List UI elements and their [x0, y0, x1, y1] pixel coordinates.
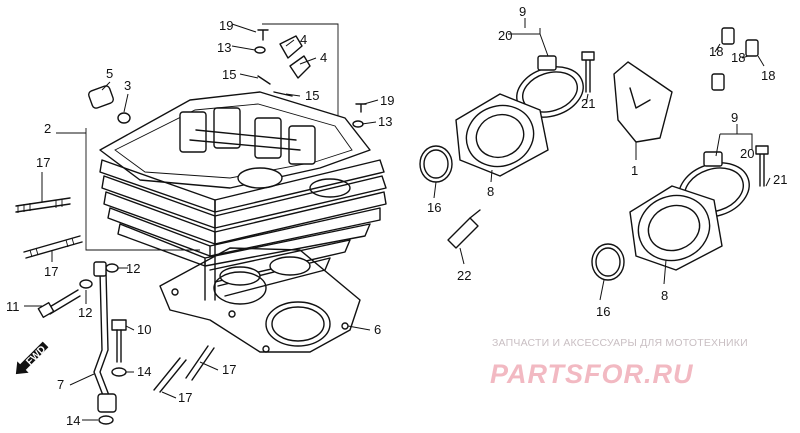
callout-19: 19 — [380, 93, 394, 108]
callout-17: 17 — [44, 264, 58, 279]
watermark: ЗАПЧАСТИ И АКСЕССУАРЫ ДЛЯ МОТОТЕХНИКИ PA… — [490, 337, 748, 389]
callout-21: 21 — [773, 172, 787, 187]
callout-2: 2 — [44, 121, 51, 136]
callout-21: 21 — [581, 96, 595, 111]
intake-assembly-lower — [591, 145, 769, 281]
callout-12: 12 — [78, 305, 92, 320]
callout-20: 20 — [498, 28, 512, 43]
callout-17: 17 — [178, 390, 192, 405]
callout-16: 16 — [596, 304, 610, 319]
callout-8: 8 — [487, 184, 494, 199]
callout-7: 7 — [57, 377, 64, 392]
callout-13: 13 — [217, 40, 231, 55]
callout-12: 12 — [126, 261, 140, 276]
callout-8: 8 — [661, 288, 668, 303]
callout-4: 4 — [320, 50, 327, 65]
callout-13: 13 — [378, 114, 392, 129]
callout-17: 17 — [222, 362, 236, 377]
callout-9: 9 — [519, 4, 526, 19]
callout-14: 14 — [137, 364, 151, 379]
callout-5: 5 — [106, 66, 113, 81]
callout-17: 17 — [36, 155, 50, 170]
head-gasket — [159, 247, 361, 353]
watermark-subtitle: ЗАПЧАСТИ И АКСЕССУАРЫ ДЛЯ МОТОТЕХНИКИ — [492, 337, 748, 349]
callout-18: 18 — [761, 68, 775, 83]
callout-3: 3 — [124, 78, 131, 93]
intake-assembly-upper — [419, 51, 595, 249]
callout-15: 15 — [222, 67, 236, 82]
watermark-brand: PARTSFOR.RU — [490, 359, 694, 389]
callout-18: 18 — [731, 50, 745, 65]
callout-20: 20 — [740, 146, 754, 161]
callout-19: 19 — [219, 18, 233, 33]
callout-1: 1 — [631, 163, 638, 178]
callout-14: 14 — [66, 413, 80, 428]
callout-18: 18 — [709, 44, 723, 59]
callout-22: 22 — [457, 268, 471, 283]
callout-11: 11 — [6, 299, 20, 314]
callout-16: 16 — [427, 200, 441, 215]
studs-and-bolts — [15, 29, 367, 425]
cylinder-head — [85, 23, 387, 301]
leader-lines — [24, 18, 771, 421]
callout-4: 4 — [300, 32, 307, 47]
callout-15: 15 — [305, 88, 319, 103]
vacuum-nipples — [711, 27, 759, 91]
callout-9: 9 — [731, 110, 738, 125]
callout-10: 10 — [137, 322, 151, 337]
fwd-arrow: FWD — [15, 341, 49, 375]
callout-6: 6 — [374, 322, 381, 337]
insulator-plate — [613, 61, 673, 143]
